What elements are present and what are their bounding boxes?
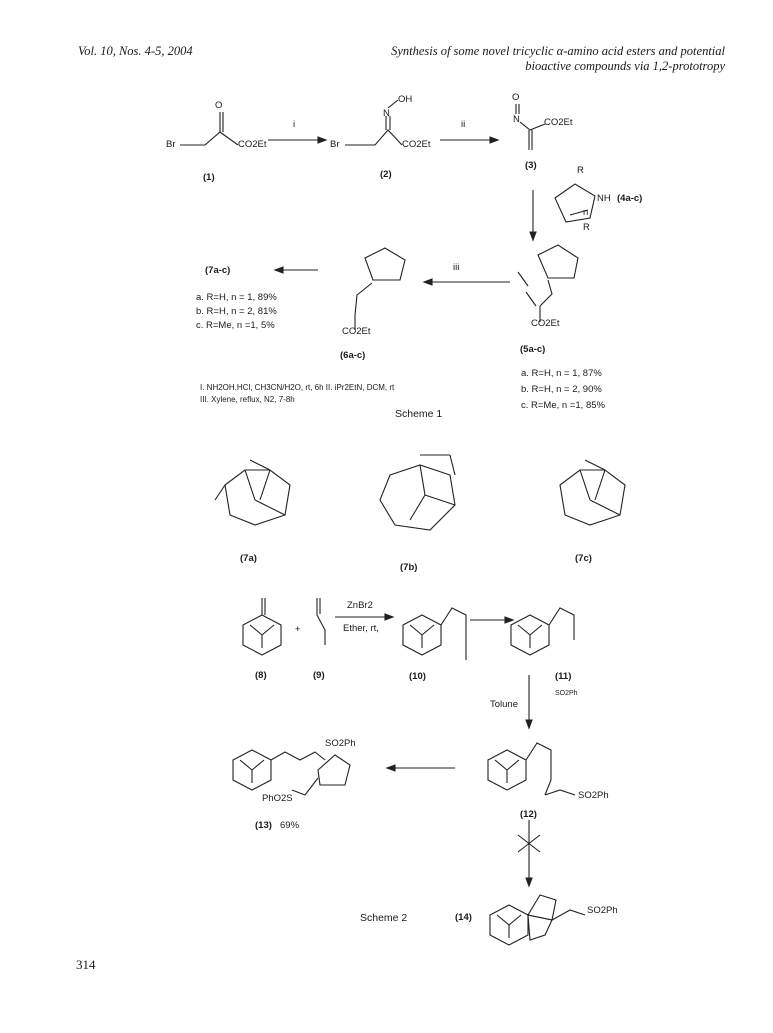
c3-o: O [512,92,520,103]
running-title: Synthesis of some novel tricyclic α-amin… [391,44,725,74]
plus-sign: + [295,624,301,635]
c12-label: (12) [520,809,537,820]
compound-9-structure [316,598,326,645]
conditions-line1: I. NH2OH.HCl, CH3CN/H2O, rt, 6h II. iPr2… [200,383,395,392]
c2-oh: OH [398,94,413,105]
reagent-iii: iii [453,262,460,273]
c1-ester: CO2Et [238,139,267,150]
compound-2-structure [345,99,403,146]
s7a-label: (7a) [240,553,257,564]
c7-c: c. R=Me, n =1, 5% [196,320,275,331]
c14-so2ph: SO2Ph [587,905,618,916]
c5-ester: CO2Et [531,318,560,329]
reagent-i: i [293,119,296,130]
running-title-line2: bioactive compounds via 1,2-prototropy [525,59,725,73]
c1-label: (1) [203,172,215,183]
vinyl-so2ph: SO2Ph [555,690,578,697]
c4-nh: NH [597,193,611,204]
journal-volume: Vol. 10, Nos. 4-5, 2004 [78,44,193,58]
arrow-10-11 [470,616,515,624]
reagent-znbr2: ZnBr2 [347,600,373,611]
reagent-ii: ii [461,119,466,130]
c7-b: b. R=H, n = 2, 81% [196,306,277,317]
running-title-line1: Synthesis of some novel tricyclic α-amin… [391,44,725,58]
compound-8-structure [242,598,282,656]
compound-1-structure [180,112,239,146]
c4-n: n [583,207,589,218]
c14-label: (14) [455,912,472,923]
c5-c: c. R=Me, n =1, 85% [521,400,605,411]
c5-label: (5a-c) [520,344,546,355]
c2-ester: CO2Et [402,139,431,150]
compound-6-structure [354,247,406,330]
c8-label: (8) [255,670,267,681]
c13-label: (13) [255,820,272,831]
c13-pho2s: PhO2S [262,793,293,804]
s7c-label: (7c) [575,553,592,564]
c3-n: N [513,114,520,125]
compound-14-structure [489,894,586,946]
c3-label: (3) [525,160,537,171]
c2-n: N [383,108,390,119]
compound-5-structure [517,244,579,322]
c7-a: a. R=H, n = 1, 89% [196,292,277,303]
c5-a: a. R=H, n = 1, 87% [521,368,602,379]
arrow-12-13 [385,764,455,772]
c9-label: (9) [313,670,325,681]
c2-label: (2) [380,169,392,180]
compound-13-structure [232,749,351,796]
page-number: 314 [76,957,96,972]
conditions-line2: III. Xylene, reflux, N2, 7-8h [200,395,295,404]
arrow-7 [273,266,318,274]
arrow-i [268,136,328,144]
c11-label: (11) [555,671,572,682]
arrow-down [529,190,537,242]
structure-7a [214,459,291,526]
structure-7c [559,459,626,526]
tolune-label: Tolune [490,699,518,710]
c6-label: (6a-c) [340,350,366,361]
c13-so2ph: SO2Ph [325,738,356,749]
arrow-iii [422,278,510,286]
scheme1-caption: Scheme 1 [395,408,443,420]
c4-r-top: R [577,165,584,176]
c7-label: (7a-c) [205,265,231,276]
compound-3-structure [515,104,546,150]
c10-label: (10) [409,671,426,682]
s7b-label: (7b) [400,562,418,573]
c13-yield: 69% [280,820,300,831]
compound-4-structure [554,183,596,223]
arrow-zn [335,613,395,621]
c12-so2ph: SO2Ph [578,790,609,801]
compound-12-structure [487,742,576,796]
c3-ester: CO2Et [544,117,573,128]
c1-o: O [215,100,223,111]
compound-10-structure [402,607,467,660]
arrow-ii [440,136,500,144]
reagent-ether: Ether, rt, [343,623,379,634]
c4-r-bottom: R [583,222,590,233]
c2-br: Br [330,139,340,150]
c5-b: b. R=H, n = 2, 90% [521,384,602,395]
arrow-blocked [517,820,541,888]
c4-label: (4a-c) [617,193,643,204]
scheme2-caption: Scheme 2 [360,912,408,924]
arrow-tolune [525,675,533,730]
c1-br: Br [166,139,176,150]
c6-ester: CO2Et [342,326,371,337]
compound-11-structure [510,607,575,656]
structure-7b [379,454,456,531]
